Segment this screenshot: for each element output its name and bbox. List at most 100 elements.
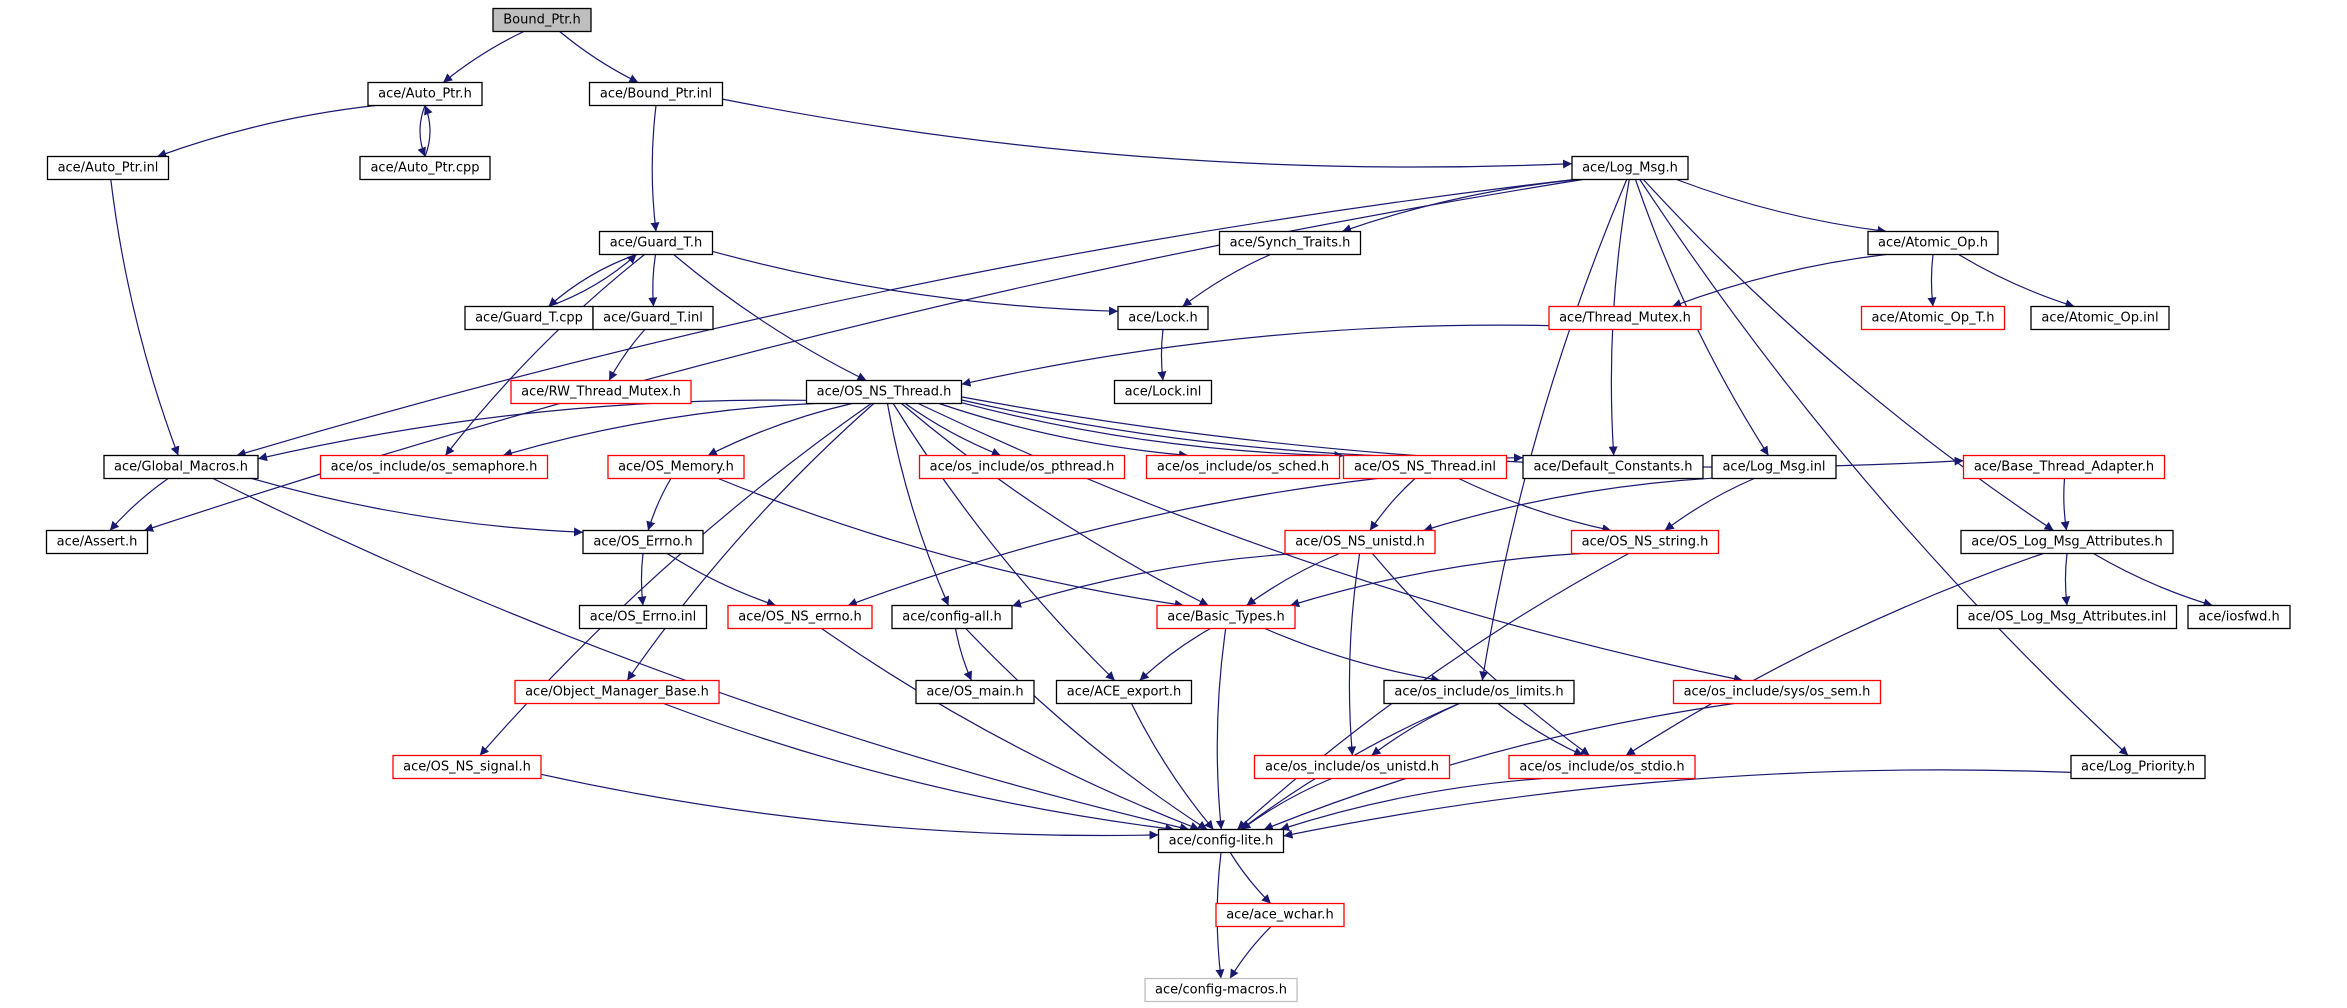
node-os-memory-h[interactable]: ace/OS_Memory.h [607,454,745,480]
node-ace-wchar-h[interactable]: ace/ace_wchar.h [1215,902,1345,928]
node-lock-inl[interactable]: ace/Lock.inl [1113,379,1213,405]
node-box [1145,454,1341,480]
edge-lock-h-to-lock-inl [1157,329,1167,381]
node-label: ace/iosfwd.h [2198,610,2279,625]
node-label: Bound_Ptr.h [503,13,581,28]
node-label: ace/os_include/os_limits.h [1394,685,1563,700]
node-label: ace/Auto_Ptr.cpp [370,161,479,176]
node-atomic-op-t-h[interactable]: ace/Atomic_Op_T.h [1860,305,2006,331]
node-box [492,7,592,33]
node-os-log-msg-attributes-inl[interactable]: ace/OS_Log_Msg_Attributes.inl [1956,604,2178,630]
node-ace-export-h[interactable]: ace/ACE_export.h [1055,679,1193,705]
node-atomic-op-h[interactable]: ace/Atomic_Op.h [1867,230,1999,256]
node-label: ace/Base_Thread_Adapter.h [1974,460,2154,475]
node-label: ace/OS_NS_string.h [1582,535,1709,550]
node-box [1117,305,1209,331]
node-os-semaphore-h[interactable]: ace/os_include/os_semaphore.h [319,454,549,480]
node-os-errno-inl[interactable]: ace/OS_Errno.inl [578,604,708,630]
node-guard-t-cpp[interactable]: ace/Guard_T.cpp [464,305,594,331]
node-auto-ptr-h[interactable]: ace/Auto_Ptr.h [367,81,483,107]
node-box [1342,454,1508,480]
node-auto-ptr-inl[interactable]: ace/Auto_Ptr.inl [46,155,170,181]
node-bound-ptr-inl[interactable]: ace/Bound_Ptr.inl [588,81,724,107]
edge-atomic-op-h-to-thread-mutex-h [1671,253,1886,308]
edge-log-msg-inl-to-os-ns-unistd-h [1423,477,1713,533]
node-os-main-h[interactable]: ace/OS_main.h [915,679,1035,705]
node-os-ns-signal-h[interactable]: ace/OS_NS_signal.h [392,754,542,780]
edge-os-errno-h-to-os-ns-errno-h [666,552,777,607]
edge-os-ns-thread-inl-to-os-ns-unistd-h [1369,478,1416,531]
edge-log-msg-inl-to-os-ns-string-h [1664,477,1755,531]
node-os-ns-unistd-h[interactable]: ace/OS_NS_unistd.h [1284,529,1436,555]
node-os-ns-thread-inl[interactable]: ace/OS_NS_Thread.inl [1342,454,1508,480]
node-box [1548,305,1702,331]
node-os-ns-thread-h[interactable]: ace/OS_NS_Thread.h [805,379,963,405]
node-box [1962,454,2166,480]
node-thread-mutex-h[interactable]: ace/Thread_Mutex.h [1548,305,1702,331]
node-os-errno-h[interactable]: ace/OS_Errno.h [582,529,704,555]
node-atomic-op-inl[interactable]: ace/Atomic_Op.inl [2030,305,2170,331]
node-os-stdio-h[interactable]: ace/os_include/os_stdio.h [1508,754,1696,780]
node-os-pthread-h[interactable]: ace/os_include/os_pthread.h [918,454,1126,480]
edge-log-msg-h-to-log-priority-h [1639,179,2129,756]
edge-os-sem-h-to-config-lite-h [1263,702,1735,831]
node-label: ace/OS_Errno.h [593,535,692,550]
node-auto-ptr-cpp[interactable]: ace/Auto_Ptr.cpp [359,155,491,181]
edge-os-log-msg-attributes-h-to-os-log-msg-attributes-inl [2061,553,2071,606]
node-config-lite-h[interactable]: ace/config-lite.h [1157,828,1285,854]
edge-guard-t-h-to-lock-h [712,250,1119,316]
node-box [582,529,704,555]
node-label: ace/RW_Thread_Mutex.h [521,385,681,400]
edge-os-stdio-h-to-config-lite-h [1280,777,1543,832]
node-label: ace/Guard_T.h [610,236,702,251]
node-default-constants-h[interactable]: ace/Default_Constants.h [1522,454,1704,480]
node-box [1157,828,1285,854]
node-box [1860,305,2006,331]
node-basic-types-h[interactable]: ace/Basic_Types.h [1156,604,1296,630]
edge-os-ns-thread-h-to-object-manager-base-h [626,403,875,681]
node-base-thread-adapter-h[interactable]: ace/Base_Thread_Adapter.h [1962,454,2166,480]
node-guard-t-h[interactable]: ace/Guard_T.h [598,230,714,256]
edge-auto-ptr-inl-to-global-macros-h [110,179,180,456]
node-config-all-h[interactable]: ace/config-all.h [891,604,1013,630]
node-iosfwd-h[interactable]: ace/iosfwd.h [2187,604,2291,630]
node-assert-h[interactable]: ace/Assert.h [45,529,149,555]
node-label: ace/OS_Log_Msg_Attributes.h [1971,535,2162,550]
node-bound-ptr-h[interactable]: Bound_Ptr.h [492,7,592,33]
edge-guard-t-inl-to-rw-thread-mutex-h [608,329,646,381]
node-label: ace/Bound_Ptr.inl [600,87,712,102]
node-os-log-msg-attributes-h[interactable]: ace/OS_Log_Msg_Attributes.h [1960,529,2174,555]
edge-bound-ptr-h-to-auto-ptr-h [442,30,525,83]
node-log-msg-h[interactable]: ace/Log_Msg.h [1571,155,1689,181]
node-os-ns-string-h[interactable]: ace/OS_NS_string.h [1570,529,1720,555]
edge-os-ns-thread-inl-to-os-ns-errno-h [847,477,1378,607]
node-lock-h[interactable]: ace/Lock.h [1117,305,1209,331]
edge-os-ns-thread-h-to-basic-types-h [901,403,1209,607]
edge-os-log-msg-attributes-h-to-iosfwd-h [2093,552,2213,608]
node-log-msg-inl[interactable]: ace/Log_Msg.inl [1711,454,1837,480]
node-guard-t-inl[interactable]: ace/Guard_T.inl [592,305,714,331]
edge-os-ns-string-h-to-config-lite-h [1236,552,1629,830]
node-config-macros-h[interactable]: ace/config-macros.h [1144,977,1298,1003]
node-label: ace/Log_Priority.h [2081,760,2195,775]
node-log-priority-h[interactable]: ace/Log_Priority.h [2070,754,2206,780]
node-os-sched-h[interactable]: ace/os_include/os_sched.h [1145,454,1341,480]
edge-global-macros-h-to-assert-h [109,478,169,531]
node-label: ace/OS_NS_Thread.h [817,385,952,400]
node-os-limits-h[interactable]: ace/os_include/os_limits.h [1383,679,1575,705]
node-os-sem-h[interactable]: ace/os_include/sys/os_sem.h [1672,679,1882,705]
node-box [1144,977,1298,1003]
node-box [1570,529,1720,555]
node-object-manager-base-h[interactable]: ace/Object_Manager_Base.h [514,679,720,705]
node-box [1867,230,1999,256]
node-rw-thread-mutex-h[interactable]: ace/RW_Thread_Mutex.h [510,379,692,405]
node-os-ns-errno-h[interactable]: ace/OS_NS_errno.h [727,604,873,630]
node-box [891,604,1013,630]
node-box [1113,379,1213,405]
node-label: ace/os_include/os_pthread.h [930,460,1115,475]
node-box [1711,454,1837,480]
edge-os-errno-h-to-os-errno-inl [637,553,647,606]
node-global-macros-h[interactable]: ace/Global_Macros.h [103,454,259,480]
node-synch-traits-h[interactable]: ace/Synch_Traits.h [1218,230,1362,256]
node-os-unistd-h[interactable]: ace/os_include/os_unistd.h [1253,754,1451,780]
